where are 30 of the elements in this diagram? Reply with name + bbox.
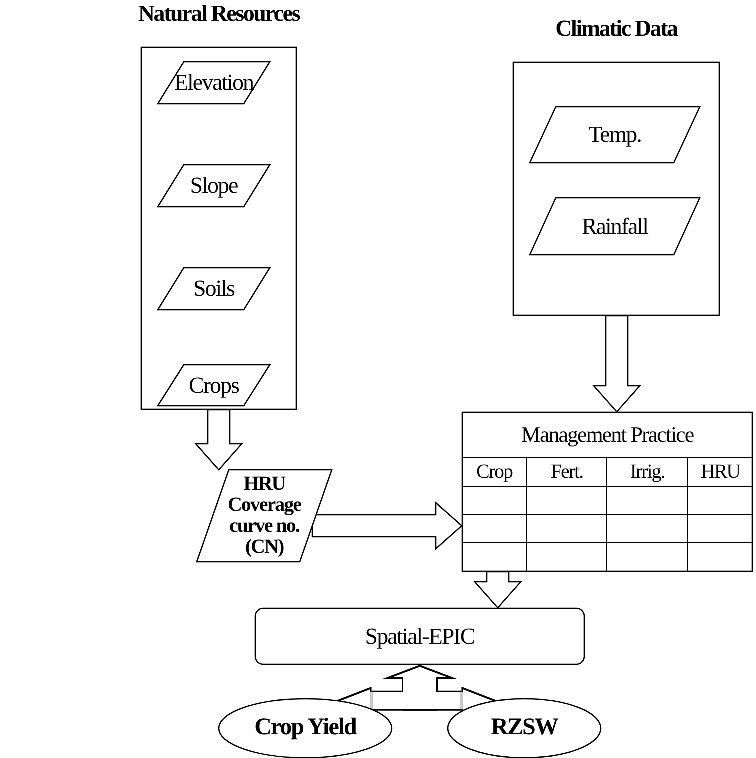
data-parallelogram [158,268,270,310]
group-heading: Climatic Data [554,16,679,42]
data-parallelogram [158,165,270,207]
column-header: Fert. [550,460,584,485]
node-label: Rainfall [580,214,650,239]
node-label: Elevation [173,70,256,96]
data-parallelogram [158,62,270,104]
node-label: Slope [189,174,239,198]
table-title: Management Practice [520,421,695,449]
node-label: Spatial-EPIC [364,624,476,649]
node-label: RZSW [490,714,560,740]
node-label: Temp. [588,122,642,148]
data-parallelogram [530,107,700,163]
column-header: HRU [700,460,742,485]
block-arrow [592,315,642,413]
node-label: HRU Coverage curve no. (CN) [226,474,302,558]
data-parallelogram [197,470,332,562]
block-arrow [194,409,244,471]
data-parallelogram [530,198,700,255]
block-arrow [312,502,463,550]
column-header: Irrig. [629,460,666,485]
process-box [255,608,585,665]
node-label: Crops [188,373,240,398]
node-label: Soils [192,276,236,302]
group-heading: Natural Resources [137,1,302,27]
node-label: Crop Yield [254,714,358,740]
column-header: Crop [476,460,514,485]
block-arrow [474,571,522,609]
data-parallelogram [158,365,270,406]
table [462,412,753,572]
